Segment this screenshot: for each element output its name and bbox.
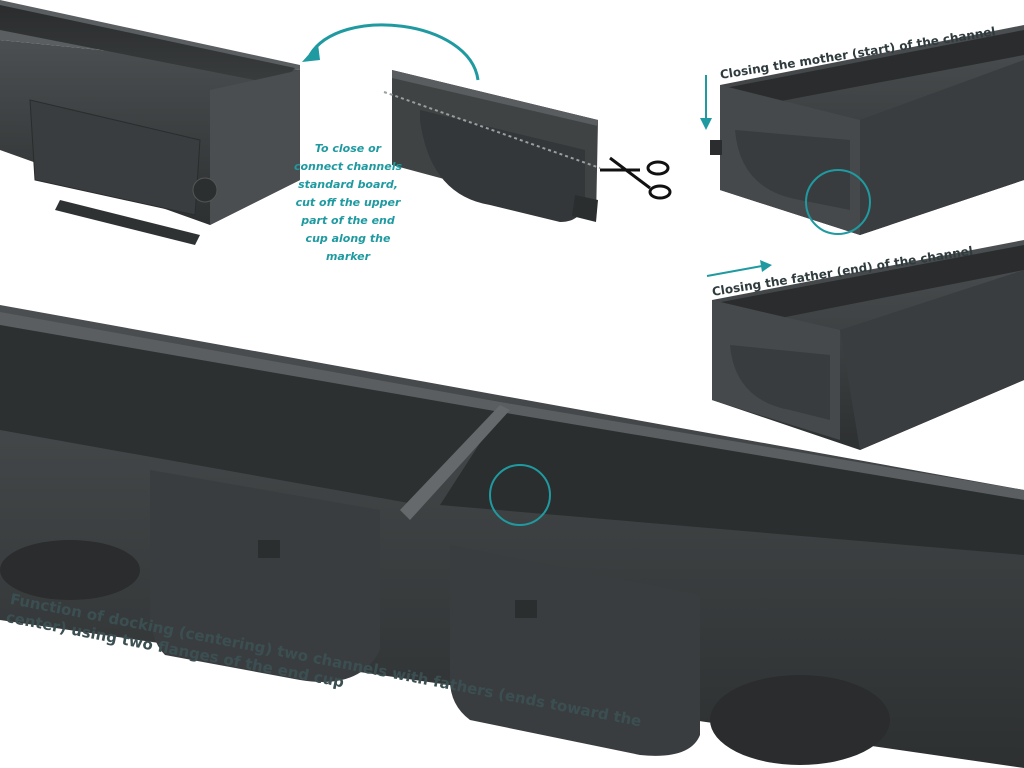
highlight-circle-mother <box>805 169 871 235</box>
right-arrow-icon <box>706 265 763 277</box>
channel-top-left <box>0 0 300 245</box>
highlight-circle-docking <box>489 464 551 526</box>
scissors-icon <box>600 156 672 200</box>
right-arrow-head <box>760 260 772 272</box>
channel-closing-father <box>712 240 1024 450</box>
curved-arrow-head <box>302 44 320 62</box>
end-cap <box>383 70 601 222</box>
docked-channels <box>0 305 1024 768</box>
cut-instruction-text: To close or connect channels standard bo… <box>293 142 403 263</box>
channel-closing-mother <box>710 25 1024 235</box>
down-arrow-head <box>700 118 712 130</box>
cut-marker-line <box>383 91 601 169</box>
curved-arrow-icon <box>308 23 480 81</box>
